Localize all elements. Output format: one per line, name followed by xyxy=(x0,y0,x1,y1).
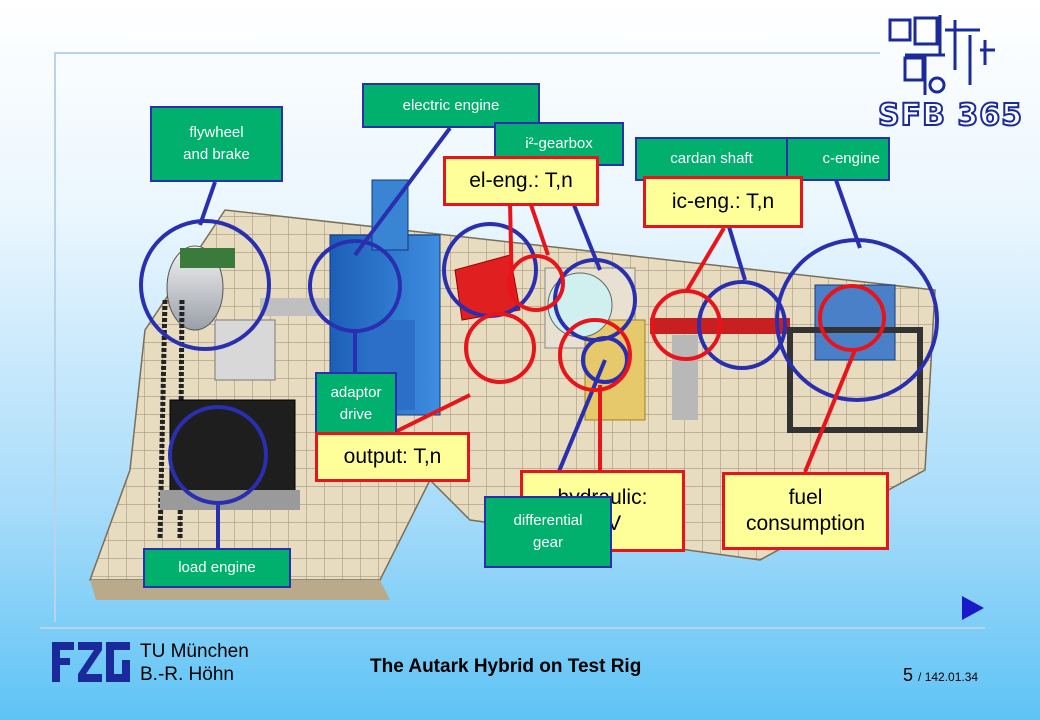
ptr-ic-eng xyxy=(684,226,726,294)
flywheel-base xyxy=(214,319,276,381)
label-el-eng-tn: el-eng.: T,n xyxy=(443,156,599,206)
author-name: B.-R. Höhn xyxy=(140,664,234,685)
ring-fuel xyxy=(818,284,886,352)
top-rule xyxy=(55,52,880,54)
sfb-logo-text: SFB 365 xyxy=(877,97,1024,134)
bottom-rule xyxy=(40,627,985,629)
footer-affiliation: TU München B.-R. Höhn xyxy=(140,640,249,686)
cardan-stand xyxy=(672,335,698,420)
doc-reference: / 142.01.34 xyxy=(918,670,979,684)
page-number: 5 / 142.01.34 xyxy=(903,665,978,686)
label-differential-gear: differential gear xyxy=(484,496,612,568)
ring-diff xyxy=(581,336,629,384)
label-ic-eng-tn: ic-eng.: T,n xyxy=(643,176,803,228)
label-fuel-consumption: fuel consumption xyxy=(722,472,889,550)
ring-load xyxy=(168,405,268,505)
ptr-el-eng-2 xyxy=(508,201,514,296)
ptr-output xyxy=(394,393,471,434)
ptr-fuel xyxy=(803,349,857,473)
ptr-electric xyxy=(353,126,452,257)
label-output-tn: output: T,n xyxy=(315,432,470,482)
next-slide-arrow-icon[interactable] xyxy=(962,596,984,620)
main-shaft xyxy=(260,298,340,316)
ring-el-eng-a xyxy=(507,254,565,312)
ptr-el-eng-1 xyxy=(528,201,550,256)
brake-caliper xyxy=(180,248,235,268)
sfb-schematic-logo xyxy=(888,15,995,95)
page-num: 5 xyxy=(903,665,914,685)
ring-hydraulic xyxy=(558,318,632,392)
slide-title: The Autark Hybrid on Test Rig xyxy=(370,656,642,677)
left-rule xyxy=(54,52,56,622)
ring-adaptor xyxy=(308,239,402,333)
label-flywheel-brake: flywheel and brake xyxy=(150,106,283,182)
ring-flywheel xyxy=(139,219,271,351)
label-adaptor-drive: adaptor drive xyxy=(315,372,397,436)
ptr-icengine xyxy=(834,179,862,249)
label-load-engine: load engine xyxy=(143,548,291,588)
university-name: TU München xyxy=(140,641,249,662)
ic-engine-frame xyxy=(787,327,923,433)
label-cardan-shaft: cardan shaft xyxy=(635,137,788,181)
fzg-logo xyxy=(52,642,130,682)
label-electric-engine: electric engine xyxy=(362,83,540,128)
ring-cardan xyxy=(697,280,787,370)
ptr-flywheel xyxy=(198,181,217,226)
ring-el-eng-b xyxy=(464,312,536,384)
load-engine-body xyxy=(169,399,296,496)
ring-ic-eng xyxy=(650,289,722,361)
ring-icengine xyxy=(775,238,939,402)
